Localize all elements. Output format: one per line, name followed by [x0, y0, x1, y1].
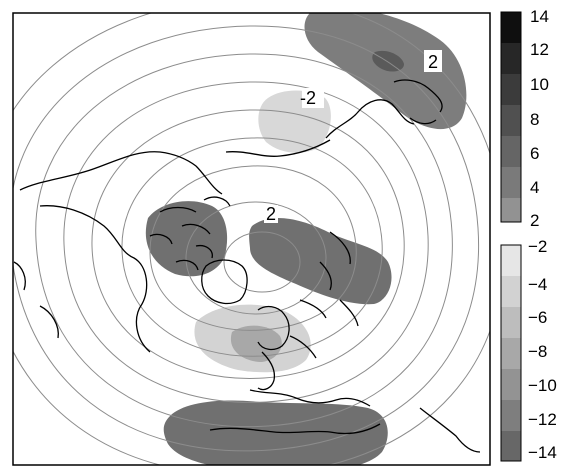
contour-line	[35, 53, 453, 428]
colorbar-swatch	[501, 12, 521, 43]
contour-line	[121, 137, 383, 357]
contour-line	[13, 25, 480, 452]
contour-line	[185, 201, 327, 315]
negative-anomaly-atlantic-core	[230, 325, 282, 362]
contour-label: -2	[300, 88, 316, 108]
colorbar-tick-label: −10	[528, 376, 557, 395]
coastline-india	[419, 407, 481, 453]
contour-line	[149, 165, 357, 331]
colorbar-tick-label: −12	[528, 410, 557, 429]
colorbar-tick-label: −8	[528, 342, 547, 361]
colorbar-swatch	[501, 167, 521, 198]
positive-anomaly-canada	[145, 201, 228, 277]
coastline-greenland	[201, 259, 248, 305]
positive-anomaly-pacific	[304, 13, 467, 130]
contour-label: 2	[266, 204, 276, 224]
contour-line	[223, 231, 301, 293]
contour-label: 2	[428, 52, 438, 72]
colorbar-tick-label: 6	[530, 144, 539, 163]
contour-labels: 2 -2 2	[264, 50, 442, 224]
colorbar-swatch	[501, 276, 521, 307]
coastline-arctic-archipelago	[149, 196, 231, 271]
colorbar-tick-label: 4	[530, 178, 539, 197]
contour-line	[13, 13, 490, 465]
colorbar-swatch	[501, 74, 521, 105]
coastline-africa	[209, 423, 381, 435]
coastline-north-america	[19, 151, 223, 353]
colorbar-swatch	[501, 105, 521, 136]
colorbar-swatch	[501, 136, 521, 167]
colorbar-tick-label: 8	[530, 110, 539, 129]
positive-anomaly-eurasia	[249, 218, 392, 305]
contour-line	[63, 81, 429, 403]
colorbar-swatch	[501, 400, 521, 431]
colorbar-tick-label: −2	[528, 237, 547, 256]
colorbar-swatch	[501, 245, 521, 276]
contour-line	[91, 109, 405, 379]
colorbar-swatch	[501, 43, 521, 74]
map-frame	[12, 12, 491, 466]
coastline-siberia	[225, 99, 415, 157]
colorbar-positive: 14 12 10 8 6 4 2	[500, 7, 549, 230]
coastlines	[13, 79, 481, 453]
colorbar-tick-label: −14	[528, 443, 557, 462]
colorbar-tick-label: 10	[530, 75, 549, 94]
colorbar-negative: −2 −4 −6 −8 −10 −12 −14	[500, 237, 557, 462]
colorbar-tick-label: −4	[528, 275, 547, 294]
coastline-europe	[257, 305, 317, 391]
colorbar-swatch	[501, 307, 521, 338]
positive-anomaly-pacific-core	[372, 50, 404, 72]
colorbar-swatch	[501, 338, 521, 369]
positive-anomaly-north-africa	[163, 400, 388, 465]
colorbar-tick-label: −6	[528, 308, 547, 327]
colorbar-swatch	[501, 198, 521, 222]
coastline-mediterranean	[249, 389, 371, 407]
coastline-eurasia-north	[299, 231, 359, 327]
coastline-far-east	[393, 79, 443, 125]
coastline-west-atlantic	[13, 261, 59, 339]
colorbar-tick-label: 14	[530, 7, 549, 26]
colorbar-tick-label: 2	[530, 211, 539, 230]
colorbar-swatch	[501, 431, 521, 461]
colorbar-swatch	[501, 369, 521, 400]
colorbar-tick-label: 12	[530, 40, 549, 59]
contour-lines	[13, 13, 490, 465]
